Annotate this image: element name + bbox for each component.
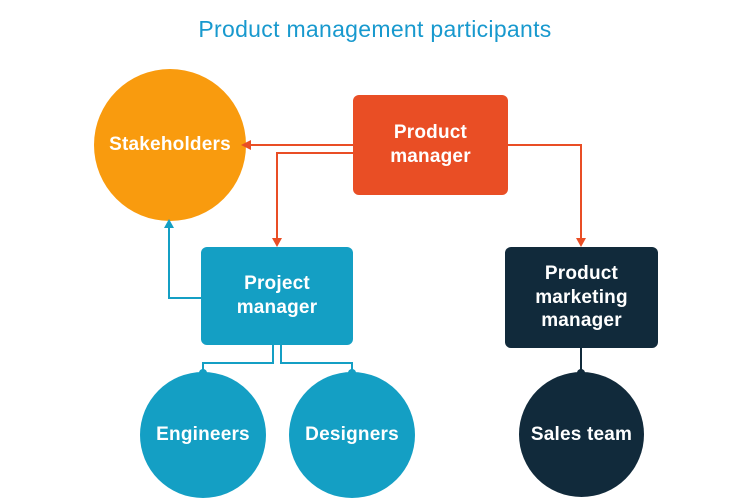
edge-project-manager-stakeholders	[164, 219, 201, 299]
node-product-marketing-manager-label: Product marketing manager	[535, 262, 628, 332]
node-engineers: Engineers	[140, 372, 266, 498]
node-product-manager-label: Product manager	[390, 122, 471, 167]
node-sales-team: Sales team	[519, 372, 644, 497]
edge-product-manager-product-marketing-manager	[508, 144, 586, 247]
node-sales-team-label: Sales team	[530, 423, 633, 445]
edge-product-manager-stakeholders	[241, 140, 353, 150]
node-project-manager: Project manager	[201, 247, 353, 345]
node-designers: Designers	[289, 372, 415, 498]
node-product-marketing-manager: Product marketing manager	[505, 247, 658, 348]
node-stakeholders: Stakeholders	[94, 69, 246, 221]
node-product-manager: Product manager	[353, 95, 508, 195]
node-project-manager-label: Project manager	[236, 273, 318, 318]
edge-product-manager-project-manager	[272, 152, 353, 247]
node-stakeholders-label: Stakeholders	[109, 134, 231, 156]
node-engineers-label: Engineers	[156, 424, 250, 446]
node-designers-label: Designers	[305, 424, 399, 446]
diagram-title: Product management participants	[198, 16, 552, 42]
